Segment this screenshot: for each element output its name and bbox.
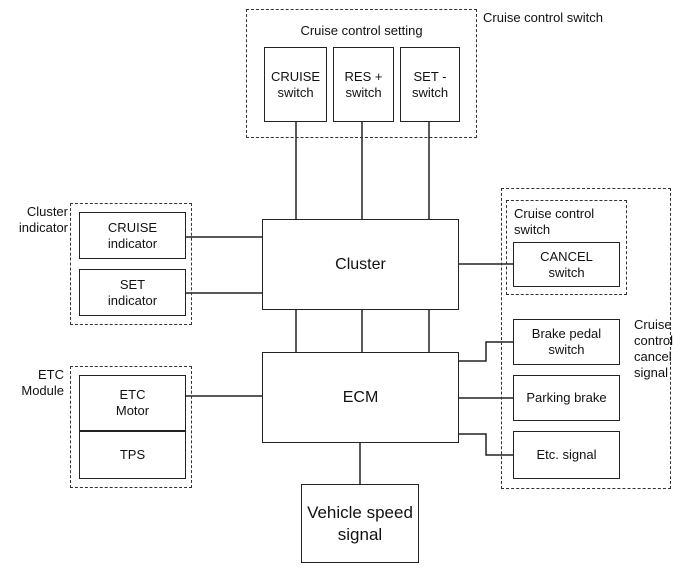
group-cancel-switch bbox=[506, 200, 627, 295]
group-etc-module bbox=[70, 366, 192, 488]
tps-block: TPS bbox=[79, 431, 186, 479]
group-cancel-signal bbox=[501, 188, 671, 489]
label-cruise-control-cancel-signal: Cruise control cancel signal bbox=[634, 317, 674, 380]
cruise-switch-block: CRUISE switch bbox=[264, 47, 327, 122]
cluster-block: Cluster bbox=[262, 219, 459, 310]
label-cruise-control-switch: Cruise control switch bbox=[483, 10, 603, 25]
wire-etc-signal-ecm bbox=[459, 433, 513, 456]
label-cluster-indicator: Cluster indicator bbox=[18, 204, 68, 235]
label-cruise-control-switch-cancel: Cruise control switch bbox=[514, 206, 595, 237]
group-cluster-indicator bbox=[70, 203, 192, 325]
label-cruise-control-setting: Cruise control setting bbox=[300, 23, 423, 38]
etc-signal-block: Etc. signal bbox=[513, 431, 620, 479]
cancel-switch-block: CANCEL switch bbox=[513, 242, 620, 287]
res-switch-block: RES + switch bbox=[333, 47, 394, 122]
label-etc-module: ETC Module bbox=[21, 367, 64, 398]
set-indicator-block: SET indicator bbox=[79, 269, 186, 316]
brake-pedal-switch-block: Brake pedal switch bbox=[513, 319, 620, 365]
parking-brake-block: Parking brake bbox=[513, 375, 620, 421]
ecm-block: ECM bbox=[262, 352, 459, 443]
set-switch-block: SET - switch bbox=[400, 47, 460, 122]
vehicle-speed-signal-block: Vehicle speed signal bbox=[301, 484, 419, 563]
wire-brake-pedal-ecm bbox=[459, 341, 513, 362]
group-cruise-control-switch bbox=[246, 9, 477, 138]
etc-motor-block: ETC Motor bbox=[79, 375, 186, 431]
cruise-indicator-block: CRUISE indicator bbox=[79, 212, 186, 259]
